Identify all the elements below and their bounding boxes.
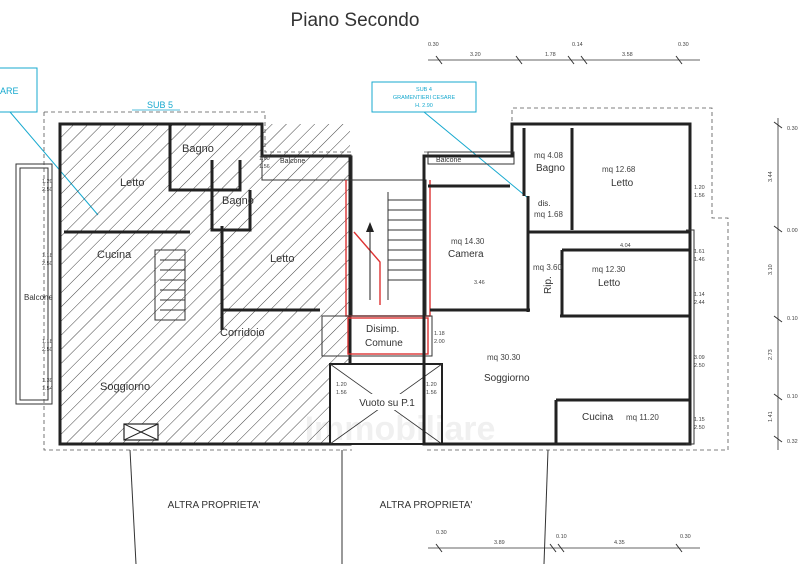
win4b: 1.54 (42, 386, 53, 392)
dim-bottom-d: 4.35 (614, 540, 625, 546)
dim-right-9: 0.32 (787, 439, 798, 445)
win12b: 2.50 (694, 363, 705, 369)
sub4-line2: GRAMENTIERI CESARE (393, 95, 456, 101)
win6b: 1.56 (336, 390, 347, 396)
dim-top-e: 3.58 (622, 52, 633, 58)
win11: 1.14 (694, 292, 705, 298)
win11b: 2.44 (694, 300, 705, 306)
left-letto-2: Letto (270, 253, 294, 265)
comune-label: Comune (365, 338, 403, 349)
r-rip-mq: mq 3.60 (533, 263, 562, 272)
win10: 1.61 (694, 249, 705, 255)
left-apartment: Balcone (15, 122, 352, 446)
dim-top-a: 0.30 (428, 42, 439, 48)
dim-top-c: 1.78 (545, 52, 556, 58)
win10b: 1.46 (694, 257, 705, 263)
left-bagno: Bagno (182, 143, 214, 155)
dim-bottom-c: 0.10 (556, 534, 567, 540)
win1b: 2.50 (42, 187, 53, 193)
r-bagno-mq: mq 4.08 (534, 151, 563, 160)
r-camera-mq: mq 14.30 (451, 237, 485, 246)
lower-lines (129, 449, 549, 564)
left-soggiorno: Soggiorno (100, 381, 150, 393)
dim-bottom-e: 0.30 (680, 534, 691, 540)
r-rip: Rip. (543, 276, 554, 294)
win5: 1.60 (259, 156, 270, 162)
top-balcony: Balcone (261, 155, 353, 181)
r-dis: dis. (538, 199, 550, 208)
dim-bottom-a: 0.30 (436, 530, 447, 536)
r-soggiorno: Soggiorno (484, 373, 530, 384)
r-letto2: Letto (598, 278, 621, 289)
dim-top-d: 0.14 (572, 42, 583, 48)
r-letto1-mq: mq 12.68 (602, 165, 636, 174)
right-balcone: Balcone (436, 157, 461, 164)
win3b: 2.50 (42, 347, 53, 353)
win3: 1.18 (42, 339, 53, 345)
plan-title: Piano Secondo (291, 10, 420, 31)
bottom-dimension-line: 0.30 3.89 0.10 4.35 0.30 (428, 530, 700, 553)
win6: 1.20 (336, 382, 347, 388)
r-letto2-mq: mq 12.30 (592, 265, 626, 274)
watermark-text: Immobiliare (305, 410, 496, 448)
r-letto1: Letto (611, 178, 634, 189)
dim-right-7: 0.10 (787, 394, 798, 400)
left-room-labels: Bagno Letto Bagno Cucina Letto Corridoio… (97, 143, 294, 393)
win7: 1.20 (426, 382, 437, 388)
win2: 1.18 (42, 253, 53, 259)
right-room-labels: mq 4.08 Bagno mq 12.68 Letto dis. mq 1.6… (448, 151, 659, 423)
sub5-label: SUB 5 (147, 100, 173, 110)
sub4-line3: H. 2.90 (415, 103, 433, 109)
right-apartment: Balcone (422, 122, 695, 446)
dim-right-6: 2.73 (768, 349, 774, 360)
left-balcone: Balcone (24, 293, 53, 302)
dim-top-f: 0.30 (678, 42, 689, 48)
left-cucina: Cucina (97, 249, 132, 261)
dim-bottom-b: 3.89 (494, 540, 505, 546)
win8b: 2.00 (434, 339, 445, 345)
altra-proprieta-2: ALTRA PROPRIETA' (380, 500, 473, 511)
room-dim-1: 3.46 (474, 280, 485, 286)
left-callout-text: ARE (0, 86, 19, 96)
vuoto-label: Vuoto su P.1 (359, 398, 415, 409)
win7b: 1.56 (426, 390, 437, 396)
win13: 1.15 (694, 417, 705, 423)
dim-right-3: 0.00 (787, 228, 798, 234)
win5b: 1.56 (259, 164, 270, 170)
sub4-line1: SUB 4 (416, 87, 432, 93)
left-bagno-2: Bagno (222, 195, 254, 207)
r-cucina: Cucina (582, 412, 614, 423)
left-letto-1: Letto (120, 177, 144, 189)
dim-right-5: 0.10 (787, 316, 798, 322)
left-corridoio: Corridoio (220, 327, 265, 339)
dim-right-2: 3.44 (768, 171, 774, 182)
top-balcone-label: Balcone (280, 158, 305, 165)
r-soggiorno-mq: mq 30.30 (487, 353, 521, 362)
r-cucina-mq: mq 11.20 (626, 413, 659, 422)
sub4-callout: SUB 4 GRAMENTIERI CESARE H. 2.90 (371, 81, 529, 199)
win2b: 2.50 (42, 261, 53, 267)
dim-top-b: 3.20 (470, 52, 481, 58)
disimp-label: Disimp. (366, 324, 399, 335)
altra-proprieta-1: ALTRA PROPRIETA' (168, 500, 261, 511)
win9b: 1.56 (694, 193, 705, 199)
win12: 3.09 (694, 355, 705, 361)
top-dimension-line: 0.30 3.20 1.78 0.14 3.58 0.30 (428, 42, 700, 65)
room-dim-2: 4.04 (620, 243, 631, 249)
win1: 1.20 (42, 179, 53, 185)
dim-right-1: 0.30 (787, 126, 798, 132)
dim-right-4: 3.10 (768, 264, 774, 275)
win4: 1.39 (42, 378, 53, 384)
win9: 1.20 (694, 185, 705, 191)
win8: 1.18 (434, 331, 445, 337)
r-dis-mq: mq 1.68 (534, 210, 563, 219)
dim-right-8: 1.41 (768, 411, 774, 422)
right-dimension-line: 0.30 3.44 0.00 3.10 0.10 2.73 0.10 1.41 … (768, 118, 798, 450)
win13b: 2.50 (694, 425, 705, 431)
r-camera: Camera (448, 249, 484, 260)
window-dimensions: 1.20 2.50 1.18 2.50 1.18 2.50 1.39 1.54 … (42, 156, 705, 431)
r-bagno: Bagno (536, 163, 565, 174)
